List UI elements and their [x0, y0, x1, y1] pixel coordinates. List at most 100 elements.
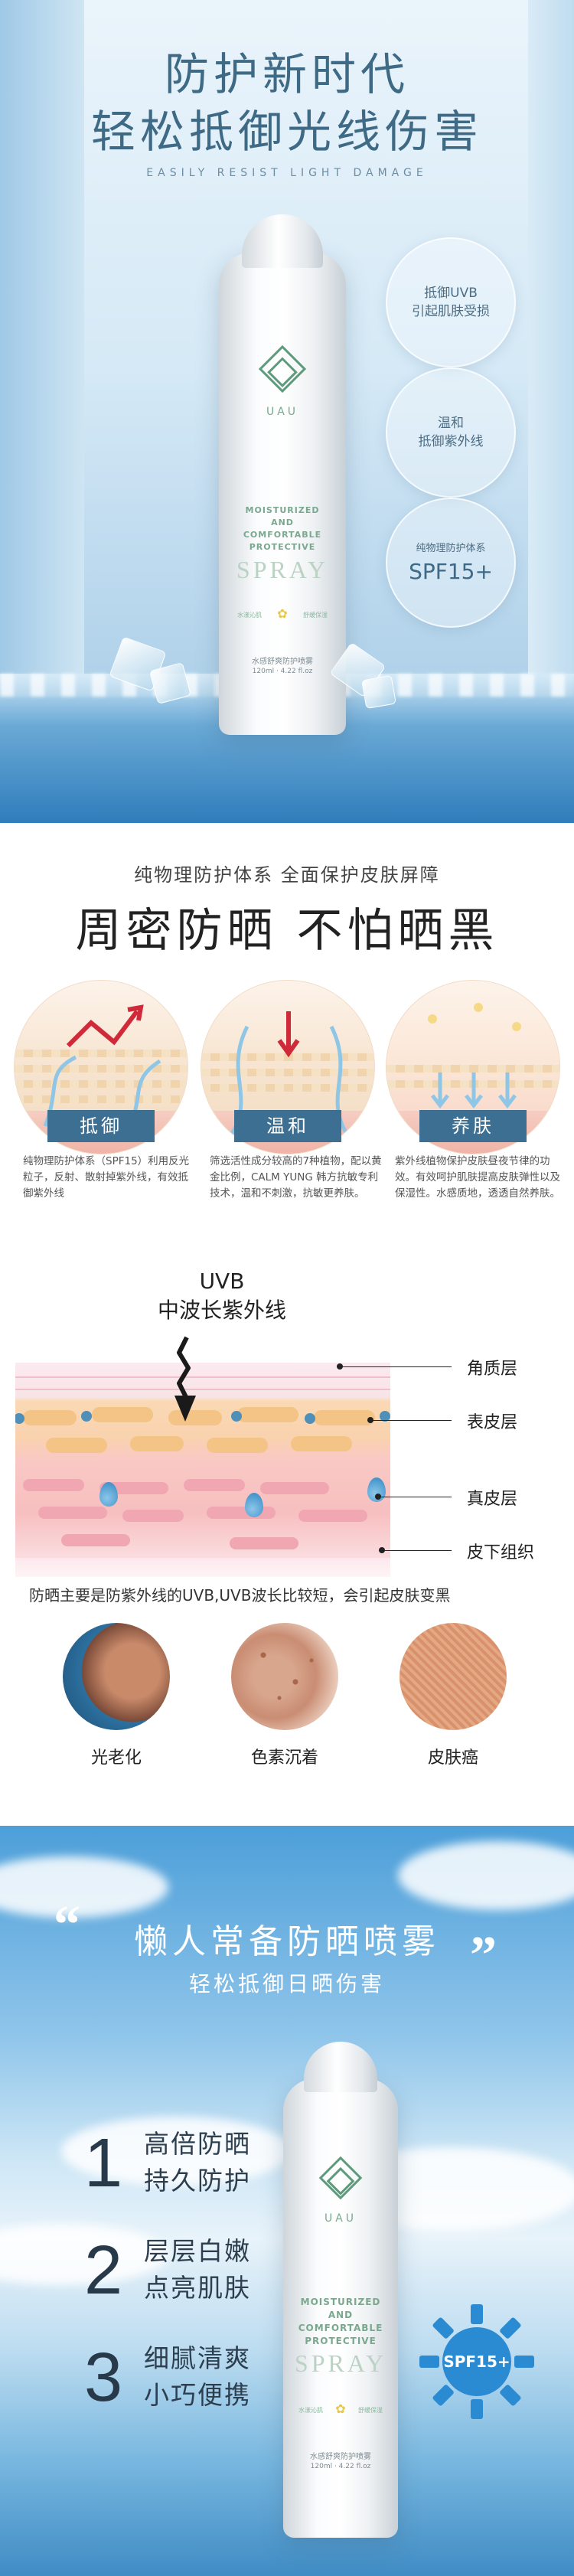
hero-bullet-spf: 纯物理防护体系 SPF15+	[386, 498, 516, 628]
bottle-left-tag: 水漾沁肌	[298, 2407, 323, 2414]
epidermis-cell	[291, 1436, 352, 1451]
hero-title-line1: 防护新时代	[164, 48, 409, 100]
dermis-cell	[122, 1510, 184, 1522]
hero-title-line2: 轻松抵御光线伤害	[90, 106, 483, 158]
flower-icon: ✿	[335, 2401, 346, 2416]
uvb-label: UVB	[199, 1268, 245, 1294]
epidermis-cell	[92, 1407, 153, 1422]
hero-product-bottle: UAU MOISTURIZED AND COMFORTABLE PROTECTI…	[219, 214, 346, 735]
bottle-line2: AND	[271, 517, 294, 527]
cloud	[0, 2224, 168, 2285]
epidermis-cell	[237, 1407, 298, 1422]
callout-line	[337, 1366, 452, 1367]
bottle-cn-name: 水感舒爽防护喷雾	[310, 2453, 371, 2461]
skin-band	[15, 1050, 188, 1057]
sun-ray	[419, 2356, 439, 2368]
feature-number: 3	[84, 2339, 123, 2416]
melanin-dot	[305, 1413, 315, 1424]
bottle-cap	[241, 214, 324, 268]
feature-label-nourish: 养肤	[419, 1110, 527, 1142]
bottle-line2: AND	[328, 2310, 354, 2320]
feature-label-gentle: 温和	[234, 1110, 341, 1142]
open-quote-icon: “	[54, 1895, 80, 1954]
skin-band	[201, 1053, 374, 1061]
melanin-dot	[81, 1411, 92, 1422]
symptom-pigmentation: 色素沉着	[250, 1748, 318, 1768]
layer-label-epidermis: 表皮层	[467, 1413, 518, 1432]
bullet-line2: 引起肌肤受损	[412, 304, 490, 319]
bottle-line1: MOISTURIZED	[300, 2297, 381, 2307]
feature-desc-defend: 纯物理防护体系（SPF15）利用反光粒子，反射、散射掉紫外线，有效抵御紫外线	[23, 1155, 190, 1200]
skin-cancer-image	[400, 1623, 507, 1730]
callout-dot	[375, 1494, 381, 1500]
hero-subtitle: EASILY RESIST LIGHT DAMAGE	[146, 167, 428, 179]
symptom-skin-cancer: 皮肤癌	[427, 1748, 478, 1768]
dermis-cell	[207, 1507, 276, 1519]
feature-line2: 点亮肌肤	[144, 2273, 251, 2303]
bullet-line2: SPF15+	[409, 559, 493, 584]
bottle-cn-name: 水感舒爽防护喷雾	[252, 658, 313, 666]
bottom-product-bottle: UAU MOISTURIZED AND COMFORTABLE PROTECTI…	[283, 2042, 398, 2538]
epidermis-cell	[314, 1410, 375, 1425]
feature-line1: 细腻清爽	[144, 2343, 251, 2373]
symptom-photoaging: 光老化	[90, 1748, 142, 1768]
uvb-statement: 防晒主要是防紫外线的UVB,UVB波长比较短，会引起皮肤变黑	[29, 1586, 451, 1605]
skin-band	[15, 1065, 188, 1073]
cloud	[61, 2117, 291, 2186]
water-drop-icon	[99, 1482, 118, 1507]
layer-label-dermis: 真皮层	[467, 1490, 518, 1509]
bullet-line1: 温和	[438, 416, 464, 431]
skin-band	[201, 1084, 374, 1092]
melanin-dot	[231, 1411, 242, 1422]
layer-label-subcutaneous: 皮下组织	[467, 1543, 535, 1562]
nourish-arrow-icon	[428, 1003, 521, 1109]
bottom-title: 懒人常备防晒喷雾	[134, 1922, 440, 1961]
epidermis-cell	[46, 1438, 107, 1453]
dermis-cell	[38, 1507, 107, 1519]
bottle-volume: 120ml · 4.22 fl.oz	[310, 2463, 371, 2470]
brand-logo-icon	[318, 2156, 363, 2200]
skin-band	[15, 1095, 188, 1103]
sun-ray	[432, 2316, 455, 2340]
sun-ray	[498, 2316, 522, 2340]
spf-sun-badge: SPF15+	[419, 2304, 534, 2419]
dermis-cell	[230, 1537, 298, 1549]
subcutaneous-layer	[15, 1558, 390, 1577]
hero-bullet-gentle: 温和 抵御紫外线	[386, 367, 516, 498]
feature-number: 1	[84, 2125, 123, 2202]
feature-line1: 高倍防晒	[144, 2129, 251, 2159]
sun-ray	[432, 2383, 455, 2407]
cloud	[398, 1841, 574, 1910]
feature-line1: 层层白嫩	[144, 2236, 251, 2266]
bottle-line3: COMFORTABLE	[298, 2323, 383, 2333]
dermis-cell	[298, 1510, 367, 1522]
feature-line2: 持久防护	[144, 2166, 251, 2196]
stratum-line	[15, 1389, 390, 1390]
bottom-banner: “ 懒人常备防晒喷雾 ” 轻松抵御日晒伤害 UAU MOISTURIZED AN…	[0, 1826, 574, 2576]
features-subtitle: 纯物理防护体系 全面保护皮肤屏障	[134, 864, 440, 886]
dermis-cell	[61, 1534, 130, 1546]
feature-number: 2	[84, 2232, 123, 2309]
bottle-brand: UAU	[324, 2212, 357, 2225]
dermis-cell	[23, 1479, 84, 1491]
sun-ray	[471, 2304, 483, 2324]
skin-band	[15, 1080, 188, 1088]
bottle-line3: COMFORTABLE	[243, 530, 322, 540]
photoaging-image	[63, 1623, 170, 1730]
spf-badge-text: SPF15+	[442, 2327, 511, 2396]
pigment-spots	[231, 1623, 338, 1730]
bottle-line1: MOISTURIZED	[245, 505, 320, 515]
brand-logo-icon	[258, 344, 307, 393]
close-quote-icon: ”	[470, 1926, 497, 1985]
sun-ray	[514, 2356, 534, 2368]
epidermis-cell	[168, 1410, 222, 1425]
hero-bullet-uvb: 抵御UVB 引起肌肤受损	[386, 237, 516, 367]
feature-line2: 小巧便携	[144, 2380, 251, 2410]
stratum-line	[15, 1376, 390, 1378]
epidermis-cell	[23, 1410, 77, 1425]
cloud	[0, 1856, 168, 1918]
sun-ray	[471, 2399, 483, 2419]
uvb-section: UVB 中波长紫外线	[0, 1267, 574, 1826]
uvb-arrow-icon	[174, 1336, 196, 1422]
features-title: 周密防晒 不怕晒黑	[75, 904, 499, 958]
